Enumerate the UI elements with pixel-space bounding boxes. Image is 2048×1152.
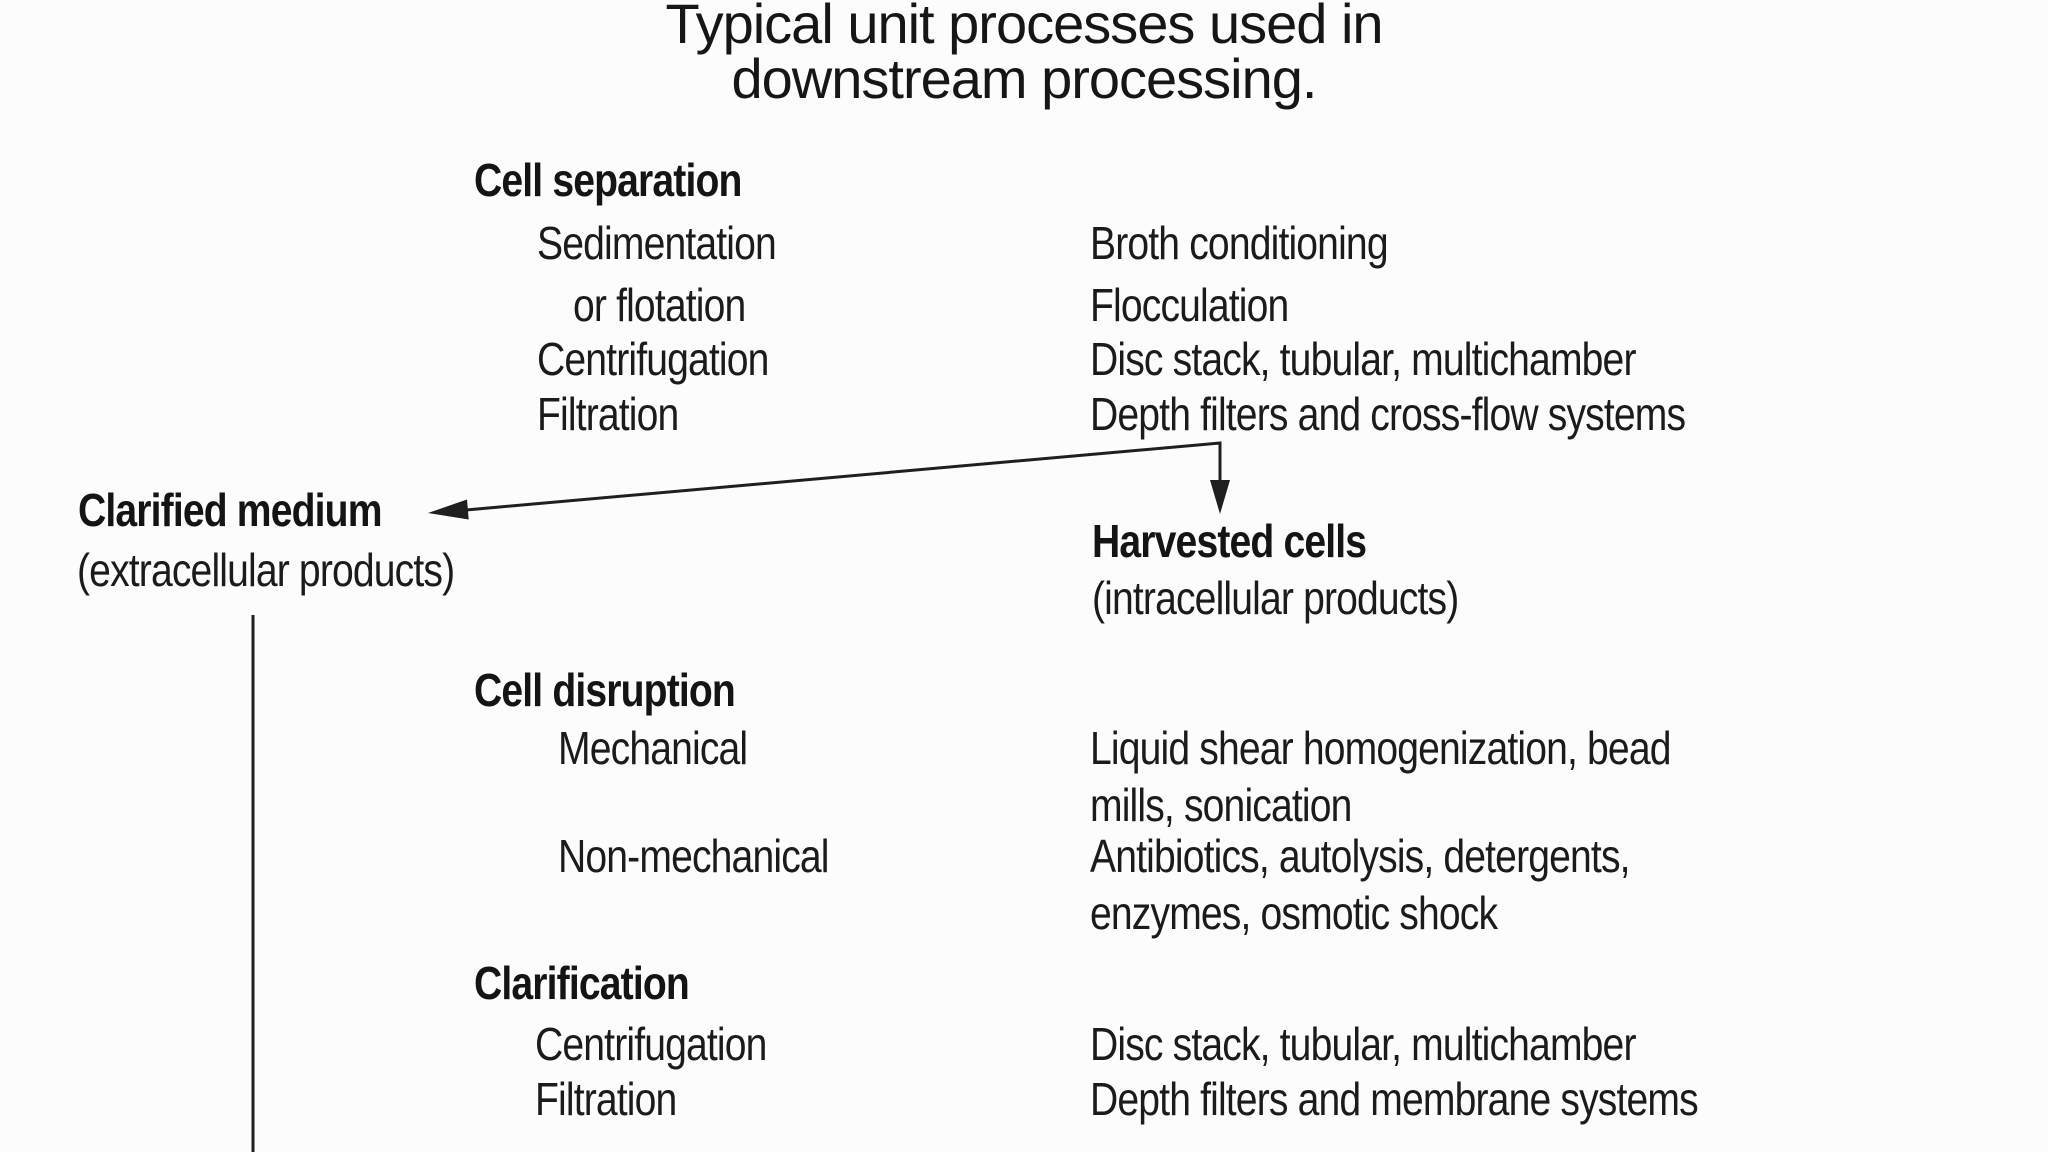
cell-separation-detail-broth-conditioning: Broth conditioning — [1090, 217, 1389, 269]
cell-separation-method-or-flotation: or flotation — [573, 279, 746, 331]
figure-title-line2: downstream processing. — [731, 47, 1318, 110]
cell-disruption-heading: Cell disruption — [474, 664, 736, 716]
cell-separation-heading: Cell separation — [474, 154, 742, 206]
figure-title: Typical unit processes used in downstrea… — [0, 0, 2048, 110]
cell-disruption-detail-mechanical: Liquid shear homogenization, bead mills,… — [1090, 720, 1671, 834]
clarification-heading: Clarification — [474, 957, 690, 1009]
cell-separation-detail-centrifuge-types: Disc stack, tubular, multichamber — [1090, 333, 1636, 385]
cell-separation-method-centrifugation: Centrifugation — [537, 333, 769, 385]
cell-disruption-detail-non-mechanical-line1: Antibiotics, autolysis, detergents, — [1090, 830, 1631, 882]
branch-connector-line — [465, 441, 1222, 512]
cell-disruption-method-mechanical: Mechanical — [558, 722, 748, 774]
clarification-detail-centrifuge-types: Disc stack, tubular, multichamber — [1090, 1018, 1636, 1070]
harvested-cells-sublabel: (intracellular products) — [1092, 572, 1459, 624]
clarified-medium-label: Clarified medium — [78, 484, 382, 536]
cell-separation-detail-filter-types: Depth filters and cross-flow systems — [1090, 388, 1686, 440]
cell-disruption-detail-mechanical-line1: Liquid shear homogenization, bead — [1090, 722, 1671, 774]
cell-separation-method-filtration: Filtration — [537, 388, 679, 440]
cell-separation-detail-flocculation: Flocculation — [1090, 279, 1289, 331]
clarification-detail-filter-types: Depth filters and membrane systems — [1090, 1073, 1699, 1125]
cell-disruption-detail-non-mechanical: Antibiotics, autolysis, detergents, enzy… — [1090, 828, 1631, 942]
cell-disruption-detail-mechanical-line2: mills, sonication — [1090, 779, 1352, 831]
clarified-medium-arrowhead-icon — [428, 499, 469, 520]
figure-title-line1: Typical unit processes used in — [665, 0, 1383, 55]
harvested-cells-arrowhead-icon — [1210, 480, 1230, 514]
cell-disruption-method-non-mechanical: Non-mechanical — [558, 830, 829, 882]
cell-separation-method-sedimentation: Sedimentation — [537, 217, 777, 269]
cell-disruption-detail-non-mechanical-line2: enzymes, osmotic shock — [1090, 887, 1498, 939]
harvested-cells-label: Harvested cells — [1092, 515, 1367, 567]
clarified-medium-sublabel: (extracellular products) — [77, 544, 455, 596]
clarification-method-filtration: Filtration — [535, 1073, 677, 1125]
clarification-method-centrifugation: Centrifugation — [535, 1018, 767, 1070]
